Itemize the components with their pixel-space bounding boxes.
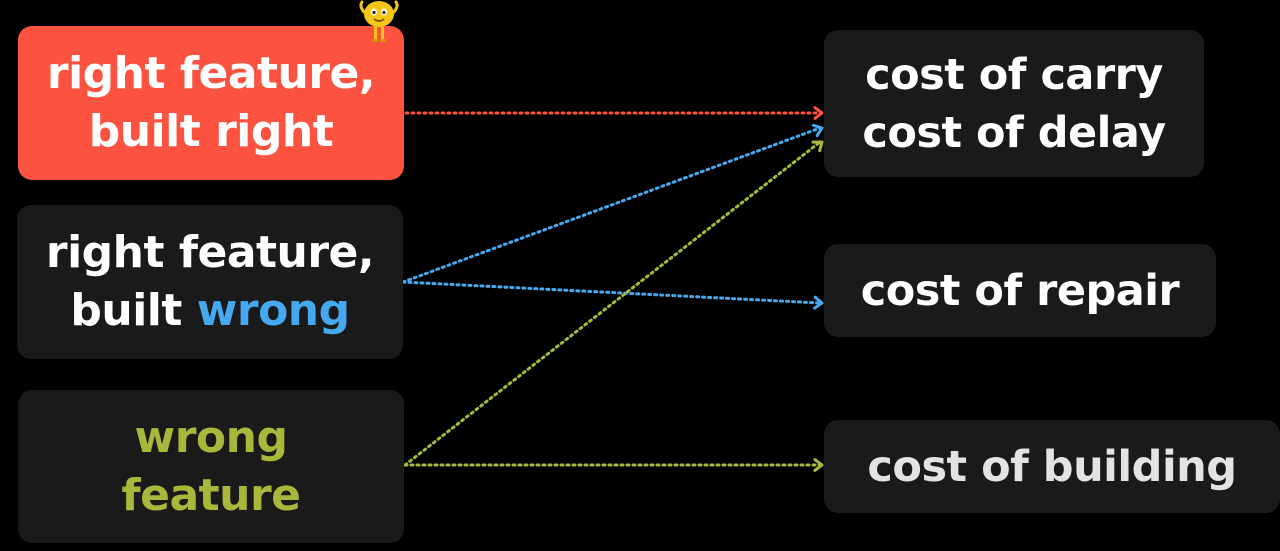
box-right-right-line2: built right [88, 106, 334, 157]
box-wrong-feature-line1: wrong [134, 411, 288, 463]
box-cost-of-building: cost of building [824, 420, 1280, 513]
arrowhead-right_right-to-carry_delay [813, 106, 824, 120]
arrowhead-right_wrong-to-repair [813, 295, 824, 310]
box-cost-of-carry-delay: cost of carry cost of delay [824, 30, 1204, 177]
connector-right_wrong-to-repair [401, 280, 822, 305]
box-delay-line: cost of delay [862, 107, 1166, 158]
box-wrong-feature: wrong feature [18, 390, 404, 543]
box-right-feature-built-right: right feature, built right [18, 26, 404, 180]
arrowhead-wrong_feature-to-carry_delay [811, 140, 824, 153]
box-right-wrong-line1: right feature, [45, 227, 375, 278]
arrowhead-wrong_feature-to-building [813, 458, 824, 472]
box-cost-of-repair: cost of repair [824, 244, 1216, 337]
box-repair-label: cost of repair [860, 265, 1180, 316]
box-wrong-feature-line2: feature [121, 469, 301, 521]
box-right-right-line1: right feature, [46, 48, 376, 99]
box-right-wrong-line2-accent: wrong [196, 285, 350, 336]
box-right-feature-built-wrong: right feature, built wrong [17, 205, 403, 359]
mascot-character-icon [359, 0, 399, 42]
box-building-label: cost of building [867, 441, 1237, 492]
arrowhead-right_wrong-to-carry_delay [811, 123, 824, 138]
connector-right_wrong-to-carry_delay [401, 126, 822, 284]
box-right-wrong-line2-prefix: built [70, 285, 197, 336]
box-carry-line: cost of carry [865, 49, 1163, 100]
connector-wrong_feature-to-carry_delay [403, 140, 822, 467]
box-right-wrong-line2: built wrong [70, 282, 350, 340]
